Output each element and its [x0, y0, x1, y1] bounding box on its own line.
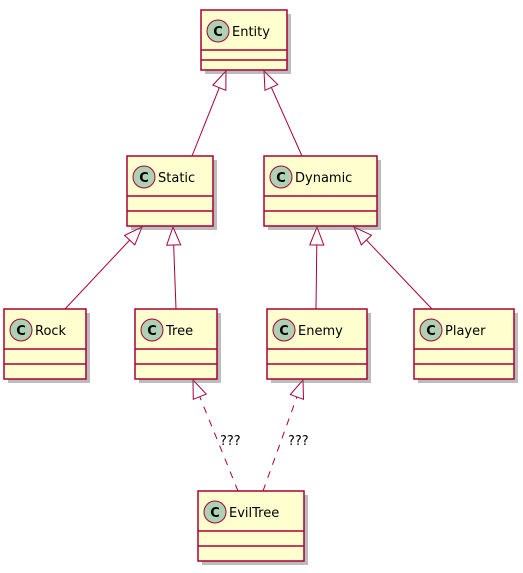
class-name: Dynamic — [295, 171, 352, 186]
class-name: Tree — [165, 324, 193, 339]
class-badge-icon — [269, 165, 293, 189]
edge-line — [199, 396, 239, 492]
class-name: Enemy — [298, 324, 343, 339]
class-badge-letter: C — [16, 324, 26, 339]
class-rock[interactable]: C Rock — [3, 308, 90, 383]
edge-label: ??? — [288, 434, 309, 449]
class-badge-icon — [132, 165, 156, 189]
hollow-triangle-arrowhead — [165, 225, 182, 246]
inheritance-edge-rock-static — [64, 225, 143, 310]
class-badge-icon — [206, 19, 230, 43]
inheritance-edge-eviltree-tree: ??? — [192, 378, 241, 492]
hollow-triangle-arrowhead — [289, 378, 305, 401]
class-name: EvilTree — [229, 506, 279, 521]
class-player[interactable]: C Player — [413, 308, 518, 383]
class-badge-letter: C — [210, 506, 220, 521]
class-name: Player — [445, 324, 486, 339]
class-entity[interactable]: C Entity — [200, 9, 291, 74]
inheritance-edge-tree-static — [165, 225, 182, 310]
class-enemy[interactable]: C Enemy — [266, 308, 371, 383]
class-badge-letter: C — [276, 171, 286, 186]
class-badge-icon — [203, 500, 227, 524]
edge-line — [270, 87, 303, 157]
class-box — [3, 308, 87, 380]
hollow-triangle-arrowhead — [353, 226, 373, 246]
edge-line — [64, 239, 131, 310]
class-badge-icon — [272, 318, 296, 342]
edge-line — [366, 239, 433, 310]
inheritance-edge-dynamic-entity — [263, 69, 303, 157]
edge-line — [173, 244, 177, 310]
class-name: Rock — [35, 324, 67, 339]
class-eviltree[interactable]: C EvilTree — [197, 490, 308, 565]
edge-line — [191, 87, 220, 157]
class-badge-letter: C — [426, 324, 436, 339]
class-badge-letter: C — [147, 324, 157, 339]
class-tree[interactable]: C Tree — [134, 308, 221, 383]
inheritance-edge-static-entity — [191, 69, 227, 157]
edge-line — [315, 244, 318, 310]
inheritance-edge-player-dynamic — [353, 226, 433, 310]
hollow-triangle-arrowhead — [123, 225, 143, 246]
inheritance-edge-enemy-dynamic — [309, 225, 325, 310]
class-badge-letter: C — [279, 324, 289, 339]
class-box — [134, 308, 218, 380]
class-badge-icon — [9, 318, 33, 342]
edge-line — [262, 396, 298, 492]
class-badge-letter: C — [213, 25, 223, 40]
class-dynamic[interactable]: C Dynamic — [263, 155, 381, 230]
hollow-triangle-arrowhead — [192, 378, 208, 401]
edges-layer: ?????? — [64, 69, 433, 492]
class-badge-icon — [419, 318, 443, 342]
edge-label: ??? — [220, 434, 241, 449]
inheritance-edge-eviltree-enemy: ??? — [262, 378, 309, 492]
hollow-triangle-arrowhead — [211, 69, 227, 92]
class-name: Static — [158, 171, 195, 186]
hollow-triangle-arrowhead — [309, 225, 325, 246]
class-static[interactable]: C Static — [126, 155, 217, 230]
class-badge-icon — [140, 318, 164, 342]
class-badge-letter: C — [139, 171, 149, 186]
class-name: Entity — [232, 25, 270, 40]
hollow-triangle-arrowhead — [263, 69, 279, 92]
